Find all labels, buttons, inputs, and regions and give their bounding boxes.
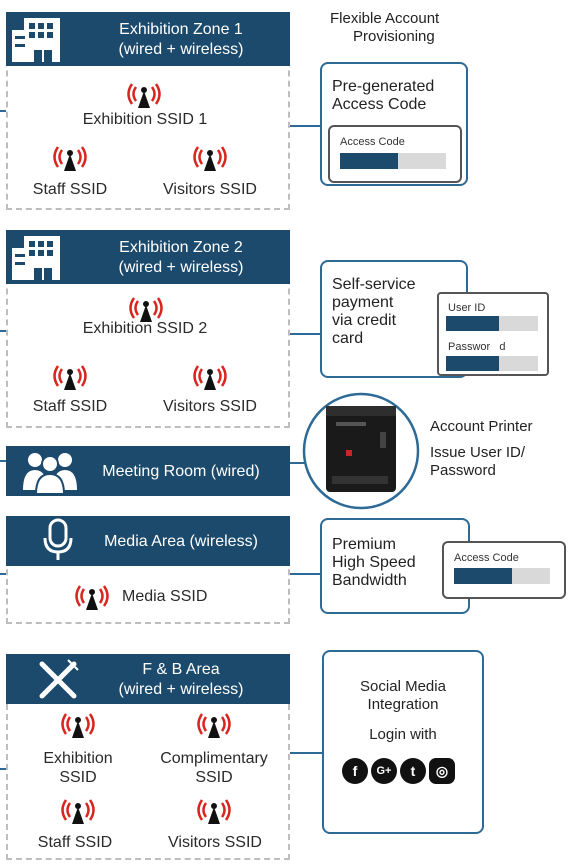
social-title-line2: Integration (367, 696, 439, 713)
meeting-room-header: Meeting Room (wired) (6, 446, 290, 496)
media-area-header: Media Area (wireless) (6, 516, 290, 566)
fb-ssid-exhibition-line1: Exhibition (43, 750, 113, 767)
media-ssid: Media SSID (122, 588, 208, 605)
building-icon (12, 236, 60, 280)
user-id-bar-fill (446, 316, 500, 331)
account-printer-icon (302, 392, 420, 510)
wifi-ap-icon (193, 365, 227, 390)
password-bar-fill (446, 356, 500, 371)
zone-2-ssid-main: Exhibition SSID 2 (82, 320, 208, 337)
wifi-ap-icon (61, 713, 95, 738)
wifi-ap-icon (127, 83, 161, 108)
wifi-ap-icon (193, 146, 227, 171)
premium-line2: High Speed (332, 554, 416, 571)
password-bar (446, 356, 538, 371)
self-service-line3: via credit (332, 312, 397, 329)
wifi-ap-icon (53, 146, 87, 171)
microphone-icon (43, 518, 73, 560)
connector-line-zone2-right (290, 333, 320, 335)
premium-access-code-bar (454, 568, 550, 584)
wifi-ap-icon (197, 713, 231, 738)
zone-2-ssid-staff: Staff SSID (32, 398, 108, 415)
zone-2-header: Exhibition Zone 2 (wired + wireless) (6, 230, 290, 284)
connector-line-zone1-right (290, 125, 320, 127)
connector-line-4 (0, 573, 6, 575)
pregenerated-title-line2: Access Code (332, 96, 427, 113)
self-service-line1: Self-service (332, 276, 416, 293)
fb-area-subtitle: (wired + wireless) (118, 681, 244, 698)
wifi-ap-icon (129, 297, 163, 322)
issue-label-line2: Password (430, 462, 496, 479)
zone-1-header: Exhibition Zone 1 (wired + wireless) (6, 12, 290, 66)
zone-1-subtitle: (wired + wireless) (118, 41, 244, 58)
password-label-end: d (499, 341, 506, 353)
self-service-line2: payment (332, 294, 394, 311)
premium-line1: Premium (332, 536, 397, 553)
self-service-line4: card (332, 330, 364, 347)
facebook-icon[interactable]: f (342, 758, 368, 784)
provisioning-heading-line2: Provisioning (353, 28, 435, 45)
connector-line-fb-right (290, 752, 322, 754)
connector-line-media-right (290, 573, 320, 575)
google-plus-icon[interactable]: G+ (371, 758, 397, 784)
password-label: Passwor d (448, 341, 505, 353)
wifi-ap-icon (197, 799, 231, 824)
password-label-start: Passwor (448, 341, 491, 353)
premium-line3: Bandwidth (332, 572, 407, 589)
premium-access-code-bar-fill (454, 568, 512, 584)
utensils-icon (39, 659, 79, 699)
wifi-ap-icon (53, 365, 87, 390)
connector-line-1 (0, 110, 6, 112)
media-area-title: Media Area (wireless) (104, 533, 258, 550)
fb-ssid-complimentary-line2: SSID (195, 769, 233, 786)
issue-label-line1: Issue User ID/ (430, 444, 526, 461)
social-title-line1: Social Media (360, 678, 446, 695)
meeting-room-title: Meeting Room (wired) (102, 463, 260, 480)
connector-line-3 (0, 460, 6, 462)
zone-1-ssid-visitors: Visitors SSID (163, 181, 257, 198)
zone-2-subtitle: (wired + wireless) (118, 259, 244, 276)
login-with-label: Login with (369, 726, 437, 743)
fb-ssid-staff: Staff SSID (37, 834, 113, 851)
connector-line-5 (0, 768, 6, 770)
zone-1-ssid-main: Exhibition SSID 1 (82, 111, 208, 128)
building-icon (12, 18, 60, 62)
wifi-ap-icon (75, 585, 109, 610)
zone-2-title: Exhibition Zone 2 (119, 239, 243, 256)
access-code-bar-fill (340, 153, 399, 169)
fb-ssid-exhibition-line2: SSID (59, 769, 97, 786)
fb-area-header: F & B Area (wired + wireless) (6, 654, 290, 704)
twitter-icon[interactable]: t (400, 758, 426, 784)
access-code-label: Access Code (340, 136, 405, 148)
wifi-ap-icon (61, 799, 95, 824)
connector-line-meeting-right (290, 462, 310, 464)
zone-2-ssid-visitors: Visitors SSID (163, 398, 257, 415)
access-code-bar (340, 153, 446, 169)
pregenerated-title-line1: Pre-generated (332, 78, 435, 95)
instagram-icon[interactable]: ◎ (429, 758, 455, 784)
social-media-box (322, 650, 484, 834)
zone-1-ssid-staff: Staff SSID (32, 181, 108, 198)
people-icon (23, 453, 77, 494)
connector-line-2 (0, 330, 6, 332)
premium-access-code-label: Access Code (454, 552, 519, 564)
fb-ssid-visitors: Visitors SSID (168, 834, 262, 851)
user-id-label: User ID (448, 302, 486, 314)
user-id-bar (446, 316, 538, 331)
provisioning-heading-line1: Flexible Account (330, 10, 440, 27)
printer-label: Account Printer (430, 418, 533, 435)
fb-ssid-complimentary-line1: Complimentary (160, 750, 268, 767)
zone-1-title: Exhibition Zone 1 (119, 21, 243, 38)
fb-area-title: F & B Area (142, 661, 220, 678)
